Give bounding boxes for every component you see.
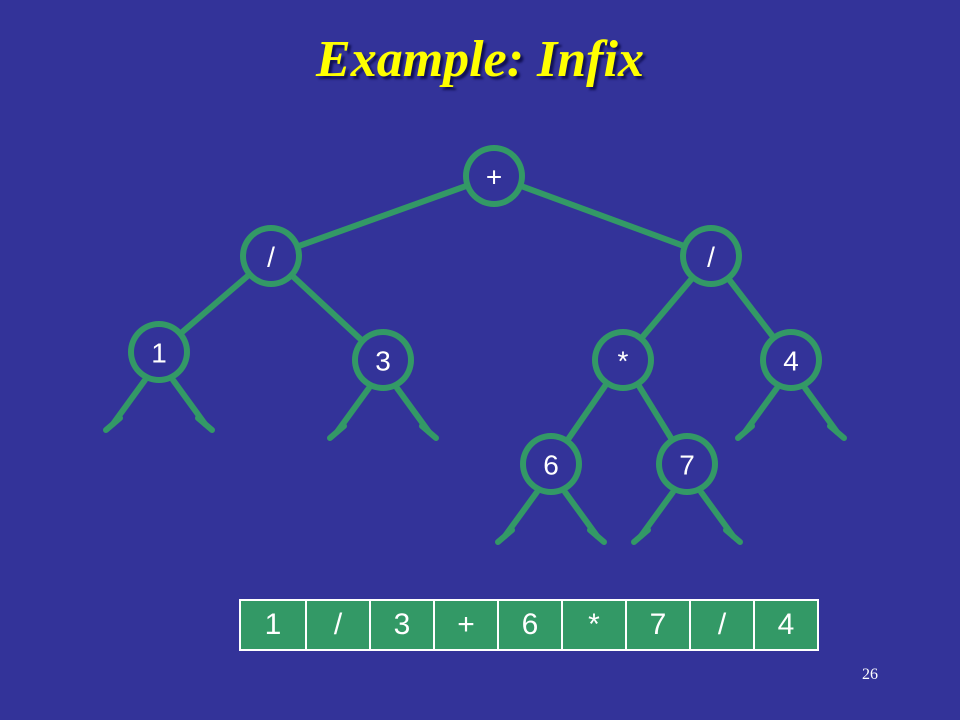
node-fill	[598, 335, 648, 385]
node-label: 6	[543, 450, 559, 481]
node-label: 3	[375, 346, 391, 377]
sequence-cell: 1	[241, 601, 305, 649]
null-child-cap	[735, 423, 755, 441]
null-child-cap	[827, 423, 847, 441]
node-label: 4	[783, 346, 799, 377]
slide-title: Example: Infix	[316, 31, 644, 88]
tree-edge	[268, 173, 497, 259]
node-fill	[469, 151, 519, 201]
page-number: 26	[862, 666, 878, 683]
sequence-cell: 7	[625, 601, 689, 649]
node-fill	[526, 439, 576, 489]
null-child-cap	[419, 423, 439, 441]
node-label: /	[707, 242, 715, 273]
sequence-cell: 4	[753, 601, 817, 649]
tree-node-leaf-3: 3	[352, 329, 414, 391]
null-child-cap	[495, 527, 515, 545]
node-fill	[686, 231, 736, 281]
sequence-cell: +	[433, 601, 497, 649]
null-child-cap	[587, 527, 607, 545]
infix-sequence: 1/3+6*7/4	[239, 599, 819, 651]
tree-node-leaf-1: 1	[128, 321, 190, 383]
sequence-cell: 6	[497, 601, 561, 649]
tree-edge	[491, 173, 714, 259]
null-child-cap	[327, 423, 347, 441]
node-label: 1	[151, 338, 167, 369]
node-fill	[662, 439, 712, 489]
node-label: +	[486, 162, 502, 193]
tree-node-leaf-7: 7	[656, 433, 718, 495]
node-fill	[246, 231, 296, 281]
sequence-cell: *	[561, 601, 625, 649]
null-child-cap	[723, 527, 743, 545]
node-fill	[358, 335, 408, 385]
null-child-cap	[103, 415, 123, 433]
node-fill	[134, 327, 184, 377]
tree-node-mul: *	[592, 329, 654, 391]
sequence-cell: /	[305, 601, 369, 649]
tree-node-left-div: /	[240, 225, 302, 287]
sequence-cell: /	[689, 601, 753, 649]
tree-node-right-div: /	[680, 225, 742, 287]
node-label: 7	[679, 450, 695, 481]
node-fill	[766, 335, 816, 385]
sequence-cell: 3	[369, 601, 433, 649]
null-child-cap	[195, 415, 215, 433]
tree-node-leaf-4: 4	[760, 329, 822, 391]
tree-node-leaf-6: 6	[520, 433, 582, 495]
node-label: *	[618, 346, 629, 377]
tree-node-root: +	[463, 145, 525, 207]
null-child-cap	[631, 527, 651, 545]
node-label: /	[267, 242, 275, 273]
